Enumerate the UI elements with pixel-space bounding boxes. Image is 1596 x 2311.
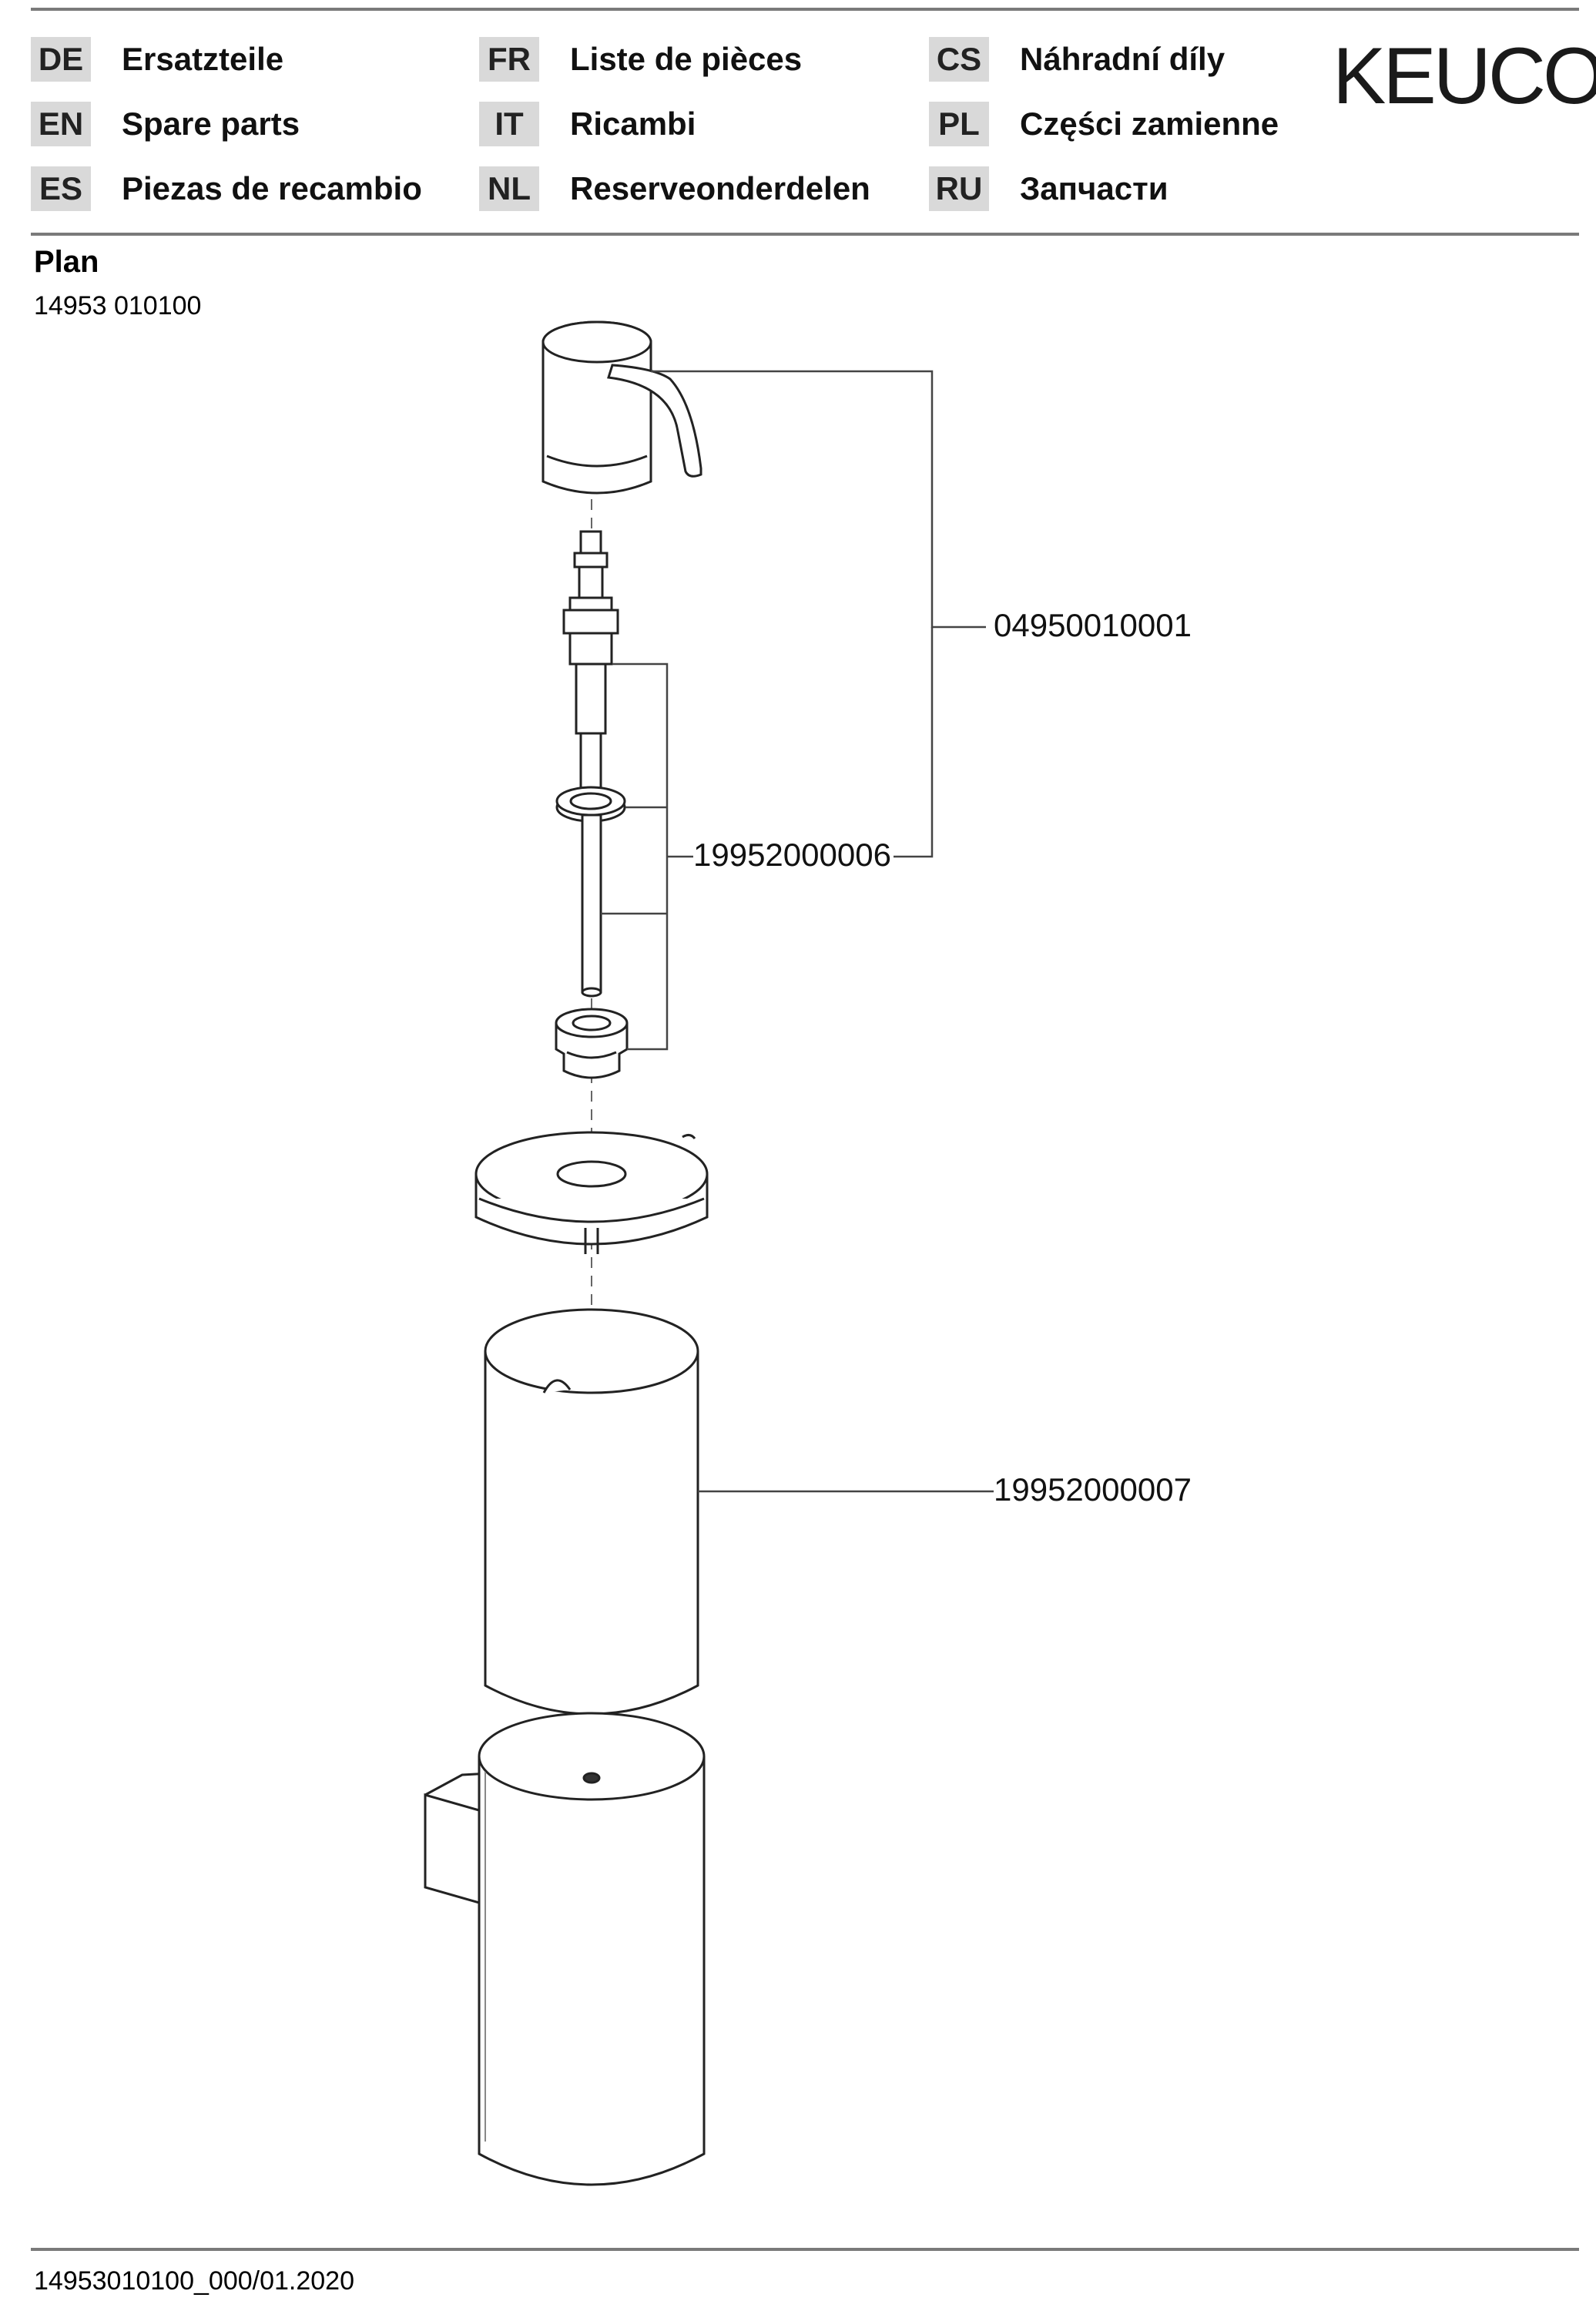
brand-logo: KEUCO: [1333, 32, 1596, 121]
lang-label: Liste de pièces: [570, 41, 803, 77]
lang-label: Ricambi: [570, 106, 696, 142]
lang-code: IT: [479, 102, 539, 146]
wall-holder: [424, 1712, 706, 2186]
lang-row-nl: NL Reserveonderdelen: [479, 166, 870, 211]
lang-code: CS: [929, 37, 989, 82]
lang-row-cs: CS Náhradní díly: [929, 37, 1225, 82]
inner-container: [484, 1308, 699, 1716]
valve-part: [555, 1008, 629, 1079]
part-number-04950010001: 04950010001: [994, 607, 1192, 643]
footer-rule: [31, 2248, 1579, 2251]
top-rule: [31, 8, 1579, 11]
header-rule: [31, 233, 1579, 236]
lang-row-pl: PL Części zamienne: [929, 102, 1279, 146]
lang-label: Запчасти: [1020, 170, 1168, 206]
lang-code: PL: [929, 102, 989, 146]
lang-label: Części zamienne: [1020, 106, 1279, 142]
lang-code: RU: [929, 166, 989, 211]
lang-label: Reserveonderdelen: [570, 170, 870, 206]
lang-row-fr: FR Liste de pièces: [479, 37, 802, 82]
lang-code: DE: [31, 37, 91, 82]
lang-row-en: EN Spare parts: [31, 102, 300, 146]
lang-label: Piezas de recambio: [122, 170, 422, 206]
lang-code: FR: [479, 37, 539, 82]
lang-code: ES: [31, 166, 91, 211]
lang-label: Spare parts: [122, 106, 300, 142]
lang-code: NL: [479, 166, 539, 211]
product-number: 14953 010100: [34, 291, 202, 320]
lang-row-ru: RU Запчасти: [929, 166, 1168, 211]
lang-row-it: IT Ricambi: [479, 102, 696, 146]
lang-label: Náhradní díly: [1020, 41, 1226, 77]
leader-19952000006: [601, 662, 693, 1051]
pump-head: [542, 320, 702, 495]
footer-doc-code: 14953010100_000/01.2020: [34, 2266, 354, 2296]
leader-04950010001: [651, 370, 986, 858]
lid-part: [474, 1131, 709, 1254]
part-number-19952000006: 19952000006: [693, 837, 891, 873]
product-name: Plan: [34, 245, 99, 279]
lang-row-es: ES Piezas de recambio: [31, 166, 422, 211]
lang-row-de: DE Ersatzteile: [31, 37, 283, 82]
lang-label: Ersatzteile: [122, 41, 284, 77]
lang-code: EN: [31, 102, 91, 146]
pump-mechanism: [555, 530, 626, 998]
part-number-19952000007: 19952000007: [994, 1471, 1192, 1508]
